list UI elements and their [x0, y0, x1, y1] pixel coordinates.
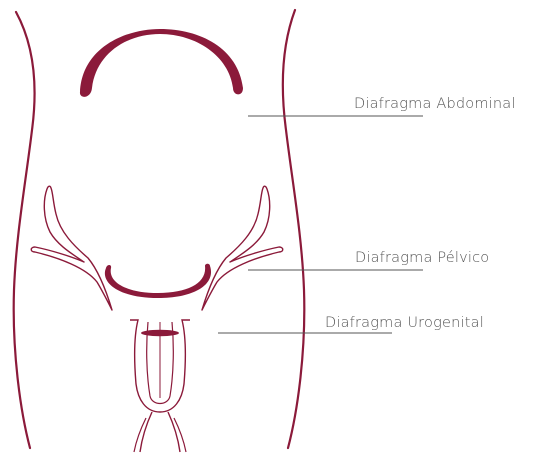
abdominal-diaphragm — [80, 29, 243, 97]
torso-outline-left — [14, 12, 35, 448]
pelvic-diaphragm — [105, 264, 211, 298]
label-urogenital-diaphragm: Diafragma Urogenital — [325, 315, 484, 331]
label-pelvic-diaphragm: Diafragma Pélvico — [355, 250, 489, 266]
torso-outline-right — [283, 10, 305, 448]
left-hip-bone — [31, 186, 112, 310]
label-abdominal-diaphragm: Diafragma Abdominal — [354, 96, 516, 112]
right-hip-bone — [202, 186, 283, 310]
